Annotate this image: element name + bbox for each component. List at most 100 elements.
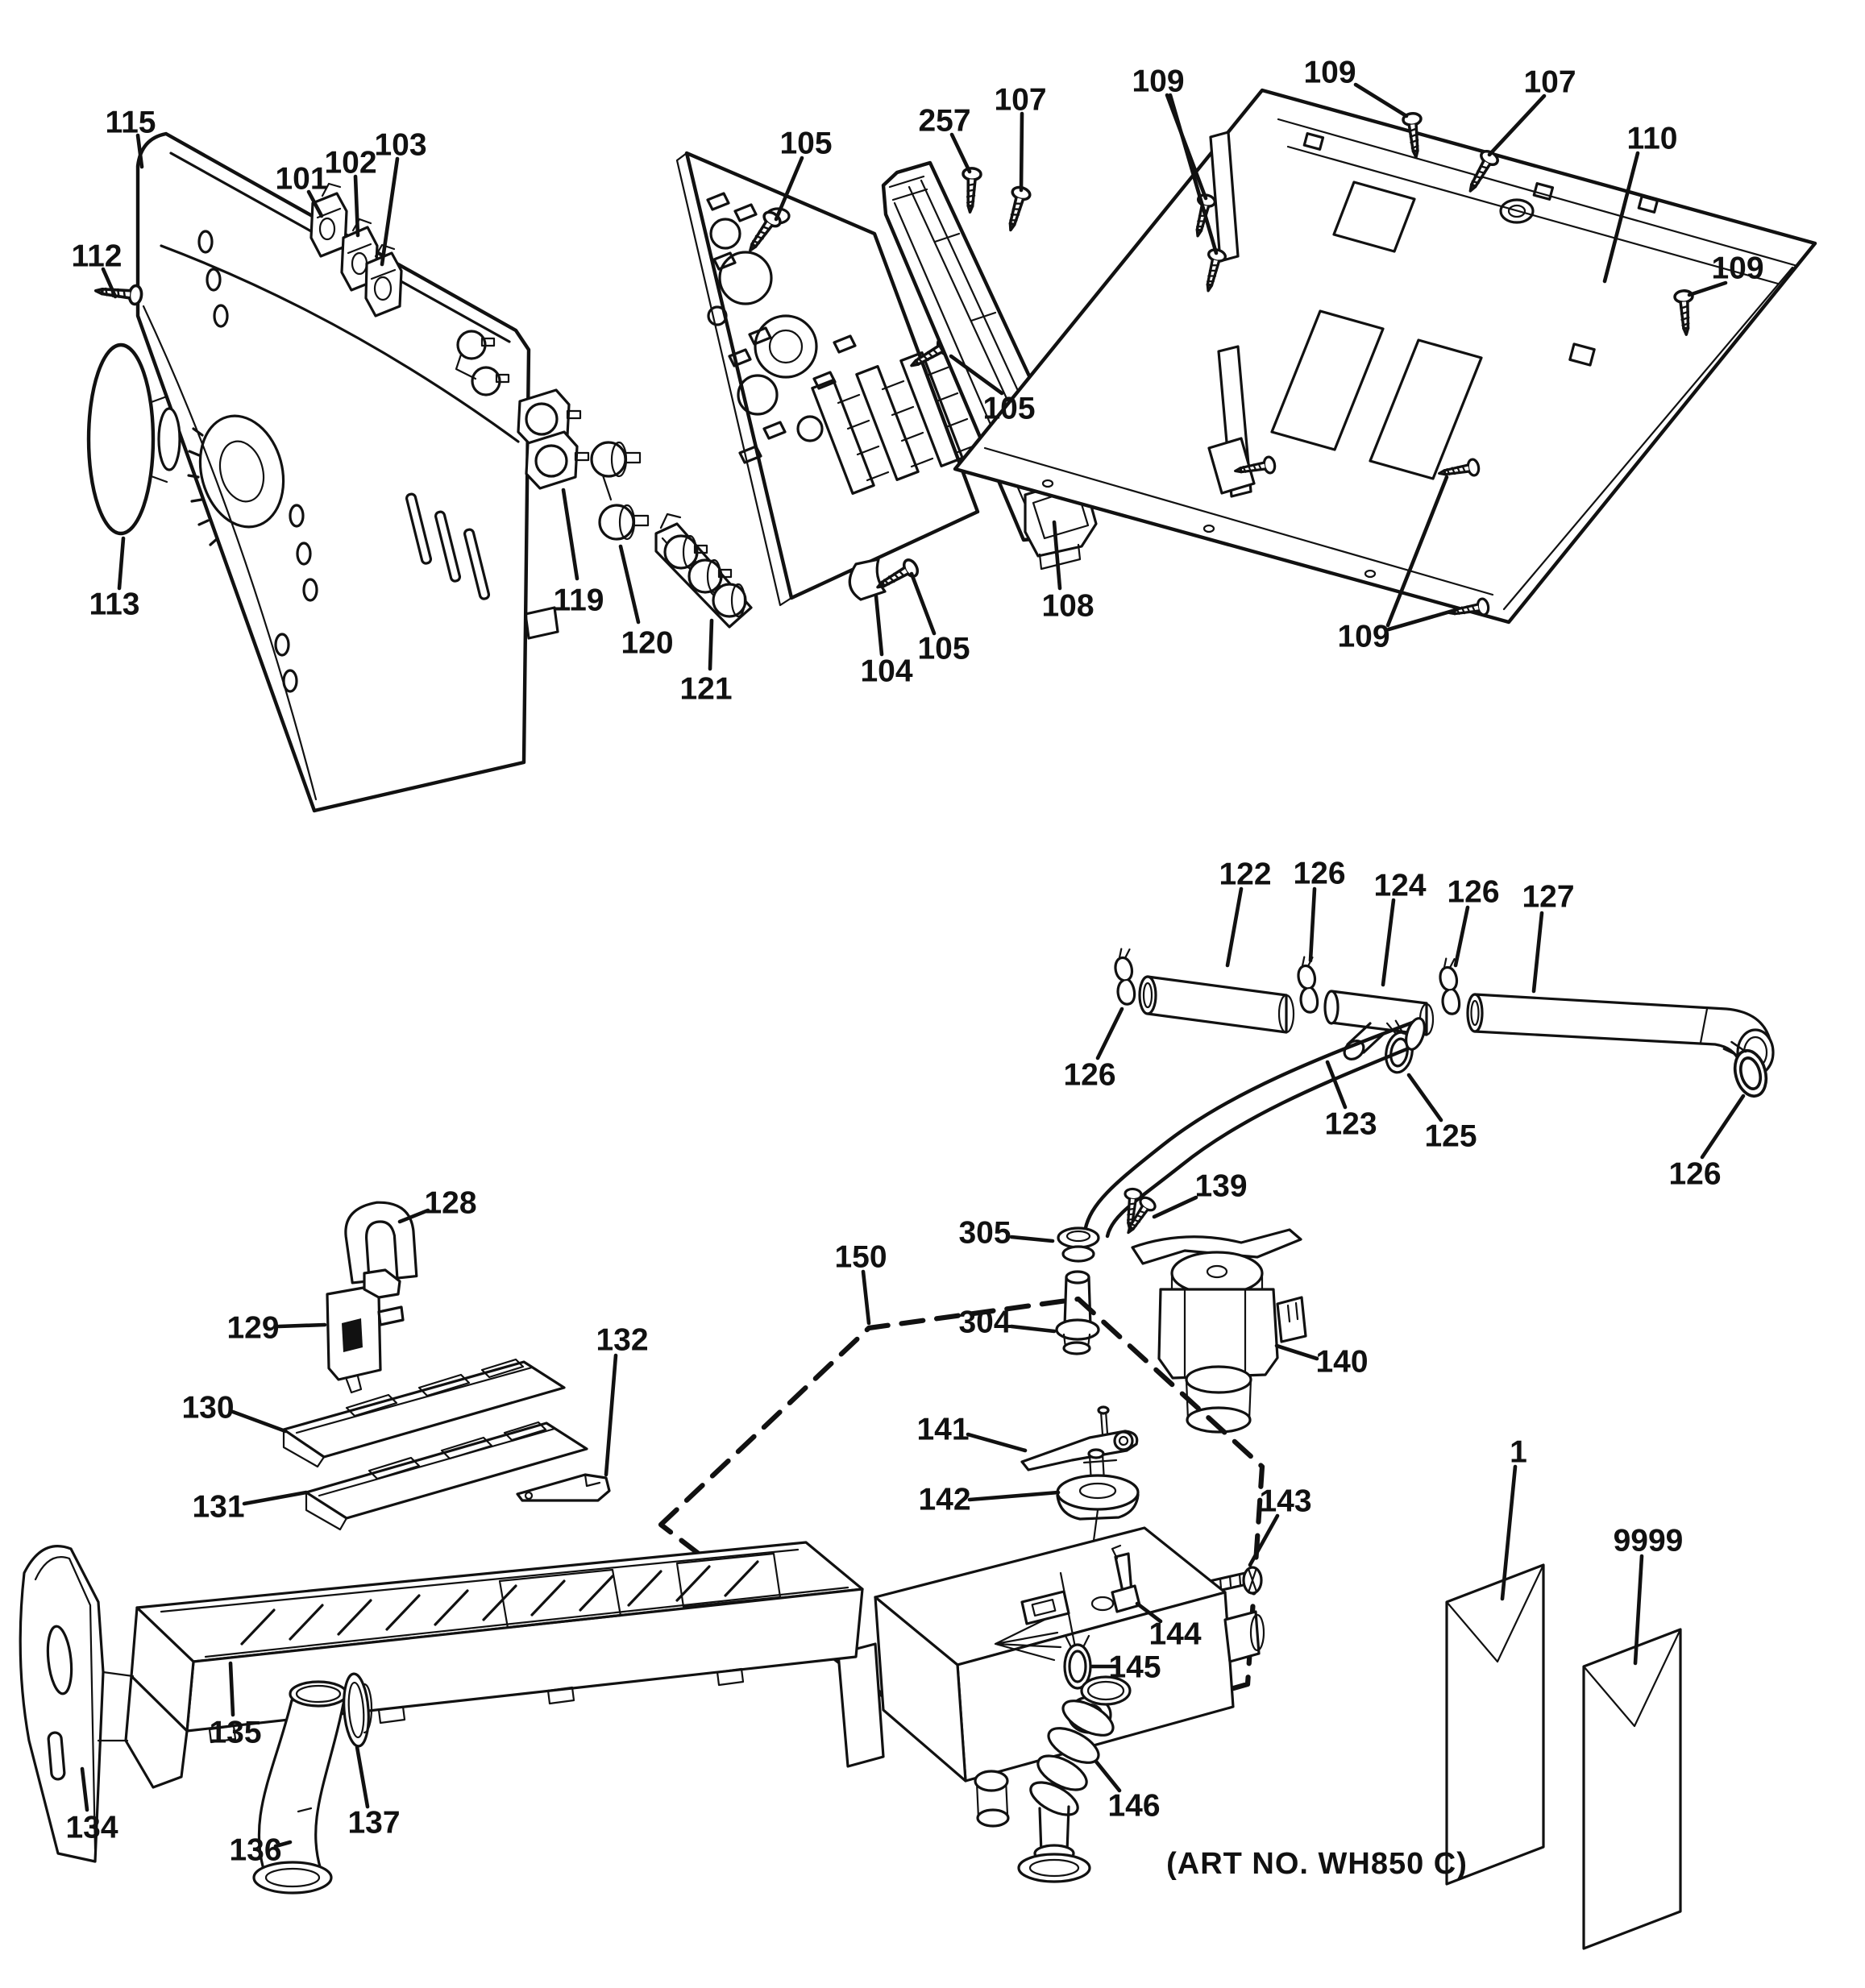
part-label-105: 105: [982, 392, 1035, 426]
leader-line-129: [276, 1322, 327, 1329]
leader-line-141: [966, 1432, 1028, 1453]
part-label-141: 141: [916, 1413, 969, 1447]
leader-line-109: [1385, 475, 1449, 628]
part-label-140: 140: [1315, 1345, 1368, 1380]
leader-line-119: [561, 488, 579, 581]
panel-side-tab: [524, 606, 559, 640]
part-switch-pair: [455, 330, 510, 396]
part-switch-bracket-121: [654, 513, 753, 629]
leader-line-113: [117, 536, 126, 591]
part-corrugated-hose-146: [1017, 1675, 1132, 1883]
leader-line-125: [1406, 1073, 1443, 1123]
part-label-109: 109: [1337, 620, 1389, 654]
part-cover-130: [282, 1358, 566, 1468]
screw-257: [959, 166, 983, 214]
part-label-105: 105: [917, 632, 970, 666]
part-label-104: 104: [860, 654, 912, 689]
screw-107-a: [1000, 184, 1033, 234]
leader-line-103: [380, 156, 400, 267]
leader-line-1: [1500, 1464, 1518, 1601]
part-label-121: 121: [679, 672, 732, 707]
part-label-113: 113: [89, 587, 140, 622]
leader-line-304: [1009, 1324, 1057, 1334]
part-label-146: 146: [1107, 1789, 1160, 1824]
clamp-126-2: [1294, 954, 1322, 1015]
part-label-145: 145: [1108, 1650, 1161, 1685]
leader-line-109: [1353, 82, 1409, 118]
leader-line-105: [909, 571, 937, 636]
part-control-panel-115: [135, 131, 559, 813]
leader-line-134: [80, 1766, 89, 1812]
part-nut-137: [343, 1672, 373, 1748]
part-label-144: 144: [1148, 1617, 1201, 1652]
leader-line-139: [1152, 1195, 1198, 1219]
part-label-109: 109: [1711, 251, 1763, 286]
leader-line-137: [355, 1745, 370, 1809]
leader-line-101: [306, 189, 324, 218]
leader-line-132: [604, 1353, 618, 1477]
part-grommet-305: [1057, 1226, 1100, 1263]
leader-line-142: [967, 1490, 1061, 1502]
part-label-150: 150: [834, 1240, 887, 1275]
leader-line-131: [242, 1490, 309, 1506]
part-fill-tube-304: [1055, 1270, 1100, 1355]
leader-line-9999: [1633, 1554, 1644, 1666]
leader-line-144: [1135, 1601, 1163, 1624]
clamp-126-3: [1435, 956, 1464, 1017]
part-label-139: 139: [1194, 1169, 1247, 1204]
part-label-126: 126: [1293, 857, 1345, 891]
clamp-126-1: [1111, 946, 1139, 1007]
leader-line-305: [1009, 1235, 1055, 1243]
leader-line-146: [1094, 1759, 1122, 1793]
leader-line-122: [1225, 886, 1244, 968]
board-connectors: [811, 351, 978, 495]
part-label-103: 103: [374, 128, 426, 163]
leader-line-126: [1308, 886, 1317, 963]
part-label-126: 126: [1447, 875, 1499, 910]
part-label-130: 130: [181, 1391, 234, 1426]
part-label-115: 115: [106, 106, 156, 140]
part-label-127: 127: [1522, 880, 1574, 915]
leader-line-128: [397, 1208, 430, 1224]
part-label-132: 132: [596, 1323, 648, 1358]
leader-line-121: [708, 618, 714, 671]
part-dispenser-module: [837, 1526, 1265, 1828]
part-switch-119: [517, 388, 590, 490]
leader-line-257: [949, 132, 972, 174]
board-mount-tab: [848, 558, 887, 601]
part-elbow-hose-136: [252, 1680, 348, 1895]
leader-line-107: [1019, 111, 1024, 193]
leader-line-127: [1531, 911, 1544, 994]
part-label-109: 109: [1303, 56, 1356, 90]
leader-line-109: [1168, 93, 1219, 255]
part-label-305: 305: [958, 1216, 1011, 1251]
part-label-119: 119: [554, 583, 604, 618]
leader-line-126: [1700, 1094, 1746, 1160]
leader-line-120: [618, 544, 641, 625]
leader-line-115: [135, 133, 144, 169]
part-label-126: 126: [1063, 1058, 1115, 1093]
part-bracket-144: [1111, 1544, 1141, 1613]
part-label-131: 131: [192, 1490, 244, 1525]
part-label-136: 136: [229, 1833, 281, 1868]
part-knob-113: [86, 342, 181, 536]
screw-139-2: [1120, 1193, 1159, 1239]
leader-line-107: [1487, 93, 1547, 157]
part-label-120: 120: [621, 626, 673, 661]
leader-line-102: [353, 174, 360, 238]
part-latch-132: [516, 1473, 611, 1502]
part-elbow-hose-127: [1466, 993, 1775, 1077]
leader-line-143: [1248, 1513, 1280, 1567]
dial-tick-marks: [187, 427, 219, 546]
part-label-128: 128: [424, 1186, 476, 1221]
panel-holes: [197, 230, 491, 693]
part-hose-122: [1138, 975, 1295, 1034]
part-label-125: 125: [1424, 1119, 1477, 1154]
part-label-143: 143: [1259, 1484, 1311, 1519]
part-label-9999: 9999: [1614, 1524, 1684, 1558]
part-holder-129: [326, 1268, 405, 1394]
part-label-108: 108: [1041, 589, 1094, 624]
leader-line-112: [101, 267, 118, 299]
